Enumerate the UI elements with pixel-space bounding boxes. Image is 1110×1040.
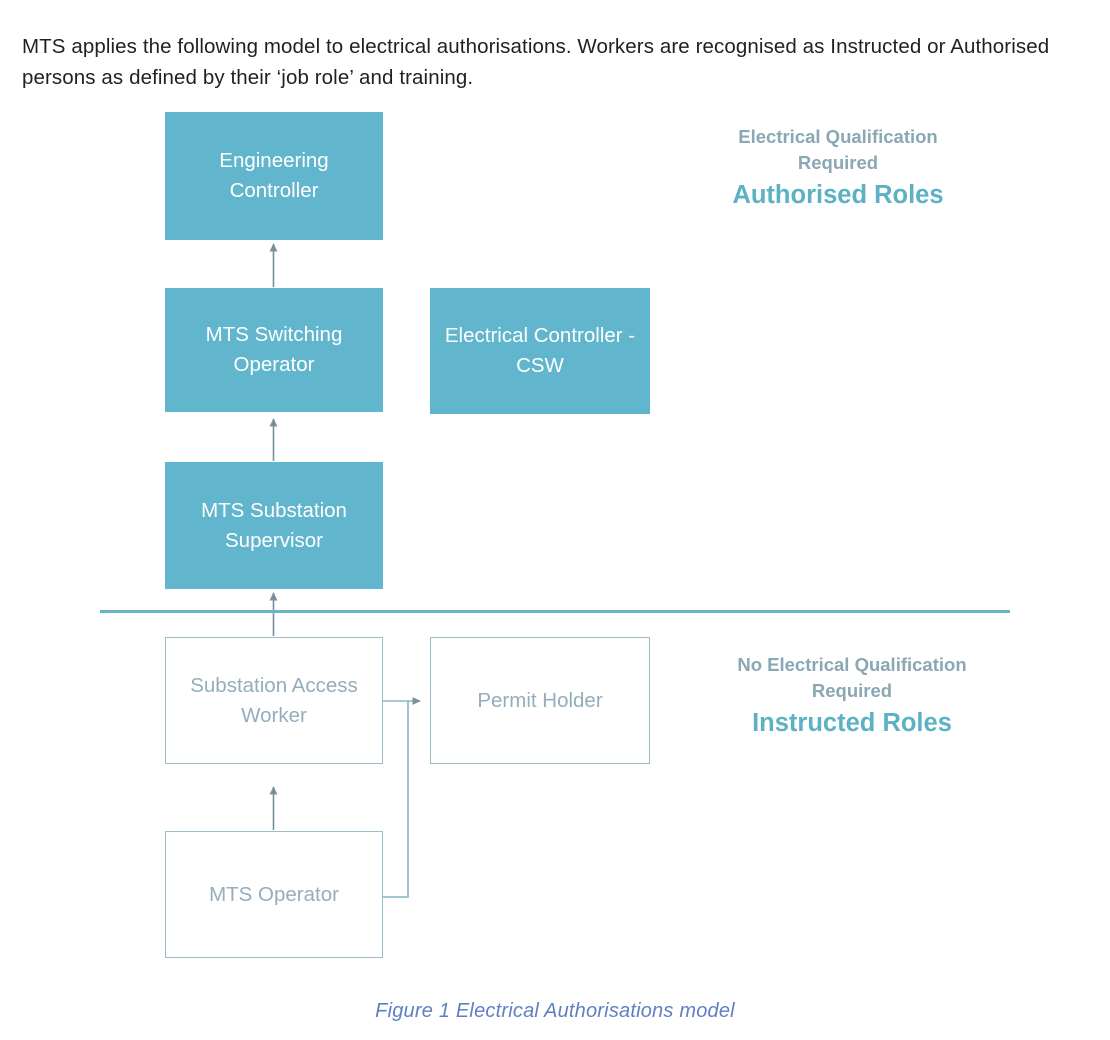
edge-mts-operator-to-permit-holder-visible (382, 697, 421, 898)
node-label: Electrical Controller - CSW (444, 324, 636, 377)
node-label: Substation Access Worker (190, 673, 358, 727)
figure-caption: Figure 1 Electrical Authorisations model (375, 1000, 735, 1022)
node-engineering-controller[interactable]: Engineering Controller (165, 112, 383, 240)
intro-paragraph: MTS applies the following model to elect… (22, 34, 1050, 89)
legend-authorised-roles: Electrical Qualification Required Author… (668, 124, 1008, 212)
node-label: Permit Holder (477, 688, 603, 712)
node-mts-operator[interactable]: MTS Operator (165, 831, 383, 958)
node-label: MTS Switching Operator (205, 323, 343, 376)
legend-authorised-title: Authorised Roles (732, 181, 944, 209)
legend-instructed-title: Instructed Roles (752, 709, 952, 737)
electrical-authorisations-diagram: Engineering Controller MTS Switching Ope… (0, 90, 1110, 980)
node-electrical-controller-csw[interactable]: Electrical Controller - CSW (430, 288, 650, 414)
node-permit-holder[interactable]: Permit Holder (430, 637, 650, 764)
node-label: Engineering Controller (219, 149, 329, 202)
node-label: MTS Substation Supervisor (201, 498, 347, 552)
legend-authorised-subtitle-line1: Electrical Qualification (738, 126, 938, 147)
legend-instructed-subtitle-line1: No Electrical Qualification (737, 654, 967, 675)
legend-authorised-subtitle-line2: Required (797, 152, 879, 173)
legend-instructed-subtitle-line2: Required (811, 680, 893, 701)
legend-instructed-roles: No Electrical Qualification Required Ins… (682, 652, 1022, 740)
node-mts-substation-supervisor[interactable]: MTS Substation Supervisor (165, 462, 383, 589)
node-substation-access-worker[interactable]: Substation Access Worker (165, 637, 383, 764)
node-mts-switching-operator[interactable]: MTS Switching Operator (165, 288, 383, 412)
node-label: MTS Operator (209, 882, 339, 906)
